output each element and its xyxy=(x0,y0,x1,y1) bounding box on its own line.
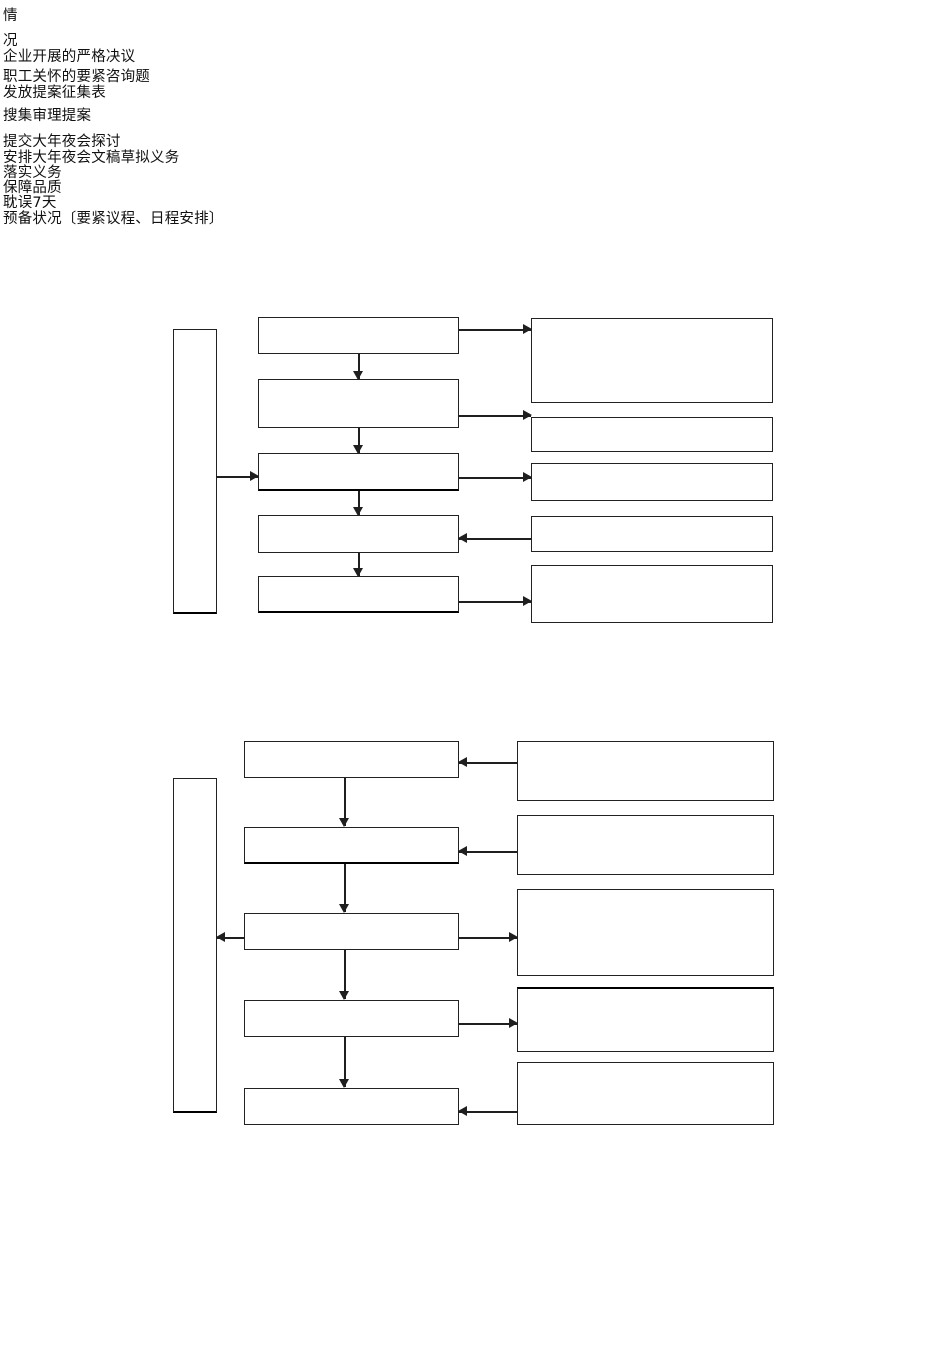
flow1-right-box-1 xyxy=(531,318,773,403)
flow2-arrow-mid3-down-icon xyxy=(340,950,349,1000)
flow1-arrow-mid5-to-right5-icon xyxy=(459,597,532,606)
flow2-right-box-1 xyxy=(517,741,774,801)
flow1-right-box-2 xyxy=(531,417,773,452)
flow2-right-box-4 xyxy=(517,987,774,1052)
flow2-arrow-mid3-to-side-icon xyxy=(216,933,244,942)
flow1-arrow-mid2-to-right2-icon xyxy=(459,411,532,420)
flow1-mid-box-3 xyxy=(258,453,459,491)
flow1-arrow-mid3-down-icon xyxy=(354,491,363,516)
flow1-mid-box-4 xyxy=(258,515,459,553)
flow1-mid-box-5 xyxy=(258,576,459,613)
flow2-right-box-3 xyxy=(517,889,774,976)
flow2-right-box-2 xyxy=(517,815,774,875)
doc-line-4: 职工关怀的要紧咨询题 xyxy=(3,69,150,85)
flow1-right-box-3 xyxy=(531,463,773,501)
doc-line-2: 况 xyxy=(3,33,18,49)
flow1-right-box-4 xyxy=(531,516,773,552)
flow2-side-bar xyxy=(173,778,217,1113)
doc-line-1: 情 xyxy=(3,8,18,24)
flow2-arrow-right2-to-mid2-icon xyxy=(458,847,517,856)
flow1-mid-box-2 xyxy=(258,379,459,428)
flow2-arrow-right1-to-mid1-icon xyxy=(458,758,517,767)
flow2-mid-box-1 xyxy=(244,741,459,778)
flow1-side-bar xyxy=(173,329,217,614)
flow2-arrow-mid4-to-right4-icon xyxy=(459,1019,518,1028)
flow1-mid-box-1 xyxy=(258,317,459,354)
flow2-right-box-5 xyxy=(517,1062,774,1125)
flow2-arrow-mid3-to-right3-icon xyxy=(459,933,518,942)
flow2-arrow-right5-to-mid5-icon xyxy=(458,1107,517,1116)
flow1-arrow-mid1-to-right1-icon xyxy=(459,325,532,334)
flow2-mid-box-5 xyxy=(244,1088,459,1125)
flow1-arrow-right4-to-mid4-icon xyxy=(458,534,531,543)
doc-line-10: 保障品质 xyxy=(3,180,62,196)
doc-line-3: 企业开展的严格决议 xyxy=(3,49,136,65)
doc-line-5: 发放提案征集表 xyxy=(3,85,106,101)
flow2-mid-box-4 xyxy=(244,1000,459,1037)
flow1-right-box-5 xyxy=(531,565,773,623)
doc-line-8: 安排大年夜会文稿草拟义务 xyxy=(3,150,180,166)
flow2-arrow-mid2-down-icon xyxy=(340,864,349,913)
flow2-arrow-mid4-down-icon xyxy=(340,1037,349,1088)
doc-line-11: 耽误7天 xyxy=(3,195,57,211)
flow1-arrow-mid4-down-icon xyxy=(354,553,363,577)
flow1-arrow-mid3-to-right3-icon xyxy=(459,473,532,482)
doc-line-12: 预备状况〔要紧议程、日程安排〕 xyxy=(3,211,224,227)
flow2-mid-box-2 xyxy=(244,827,459,864)
flow1-arrow-side-to-mid3-icon xyxy=(216,472,259,481)
flow1-arrow-mid2-down-icon xyxy=(354,428,363,454)
flow2-mid-box-3 xyxy=(244,913,459,950)
doc-line-9: 落实义务 xyxy=(3,165,62,181)
flow1-arrow-mid1-down-icon xyxy=(354,354,363,380)
flow2-arrow-mid1-down-icon xyxy=(340,778,349,827)
doc-line-7: 提交大年夜会探讨 xyxy=(3,134,121,150)
doc-line-6: 搜集审理提案 xyxy=(3,108,92,124)
